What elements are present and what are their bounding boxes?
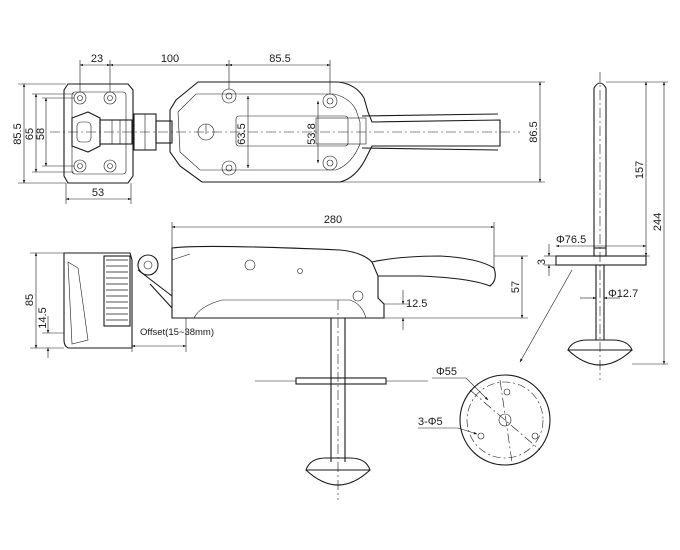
dim-63-5: 63.5 — [236, 123, 248, 144]
dim-280: 280 — [324, 214, 342, 226]
dim-53: 53 — [92, 187, 104, 199]
top-view: 23 100 85.5 85.5 65 58 63.5 53.8 86.5 53 — [12, 53, 545, 204]
dim-12-5: 12.5 — [406, 298, 427, 310]
plate-view: Φ55 3-Φ5 — [418, 366, 551, 466]
dim-holes: 3-Φ5 — [418, 416, 443, 428]
offset-note: Offset(15~38mm) — [140, 327, 214, 338]
dim-14-5: 14.5 — [37, 307, 49, 328]
dim-157: 157 — [634, 161, 646, 179]
dim-86-5: 86.5 — [528, 121, 540, 142]
dim-85-5-left: 85.5 — [12, 123, 24, 144]
dim-65: 65 — [24, 128, 36, 140]
dim-d76-5: Φ76.5 — [556, 234, 586, 246]
dim-23: 23 — [91, 53, 103, 65]
dim-d55: Φ55 — [436, 366, 457, 378]
dim-58: 58 — [35, 128, 47, 140]
dim-3: 3 — [536, 259, 548, 265]
dim-d12-7: Φ12.7 — [608, 288, 638, 300]
dim-244: 244 — [652, 213, 664, 231]
dim-85: 85 — [24, 294, 36, 306]
right-view: 157 244 Φ76.5 3 Φ12.7 — [519, 72, 668, 380]
dim-57: 57 — [510, 281, 522, 293]
dim-53-8: 53.8 — [306, 123, 318, 144]
dim-85-5-top: 85.5 — [269, 53, 290, 65]
side-view: 280 57 12.5 85 14.5 Offset(15~38mm) — [24, 214, 528, 500]
dim-100: 100 — [161, 53, 179, 65]
